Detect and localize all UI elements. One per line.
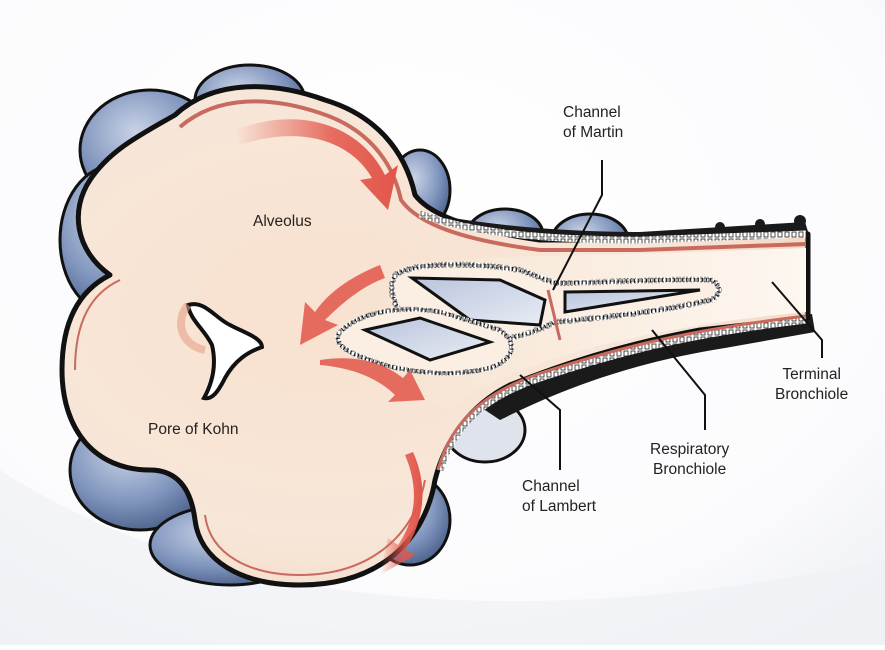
label-channel-of-lambert-line2: of Lambert: [522, 497, 596, 517]
label-channel-of-martin-line2: of Martin: [563, 123, 623, 143]
label-channel-of-martin: Channel of Martin: [563, 103, 623, 143]
label-pore-of-kohn-text: Pore of Kohn: [148, 420, 238, 440]
label-channel-of-lambert: Channel of Lambert: [522, 477, 596, 517]
label-channel-of-lambert-line1: Channel: [522, 477, 596, 497]
label-channel-of-martin-line1: Channel: [563, 103, 623, 123]
label-alveolus-text: Alveolus: [253, 212, 312, 232]
label-respiratory-bronchiole-line2: Bronchiole: [650, 460, 729, 480]
label-alveolus: Alveolus: [253, 212, 312, 232]
label-terminal-bronchiole: Terminal Bronchiole: [775, 365, 848, 405]
label-respiratory-bronchiole: Respiratory Bronchiole: [650, 440, 729, 480]
label-terminal-bronchiole-line1: Terminal: [775, 365, 848, 385]
label-terminal-bronchiole-line2: Bronchiole: [775, 385, 848, 405]
label-respiratory-bronchiole-line1: Respiratory: [650, 440, 729, 460]
label-pore-of-kohn: Pore of Kohn: [148, 420, 238, 440]
